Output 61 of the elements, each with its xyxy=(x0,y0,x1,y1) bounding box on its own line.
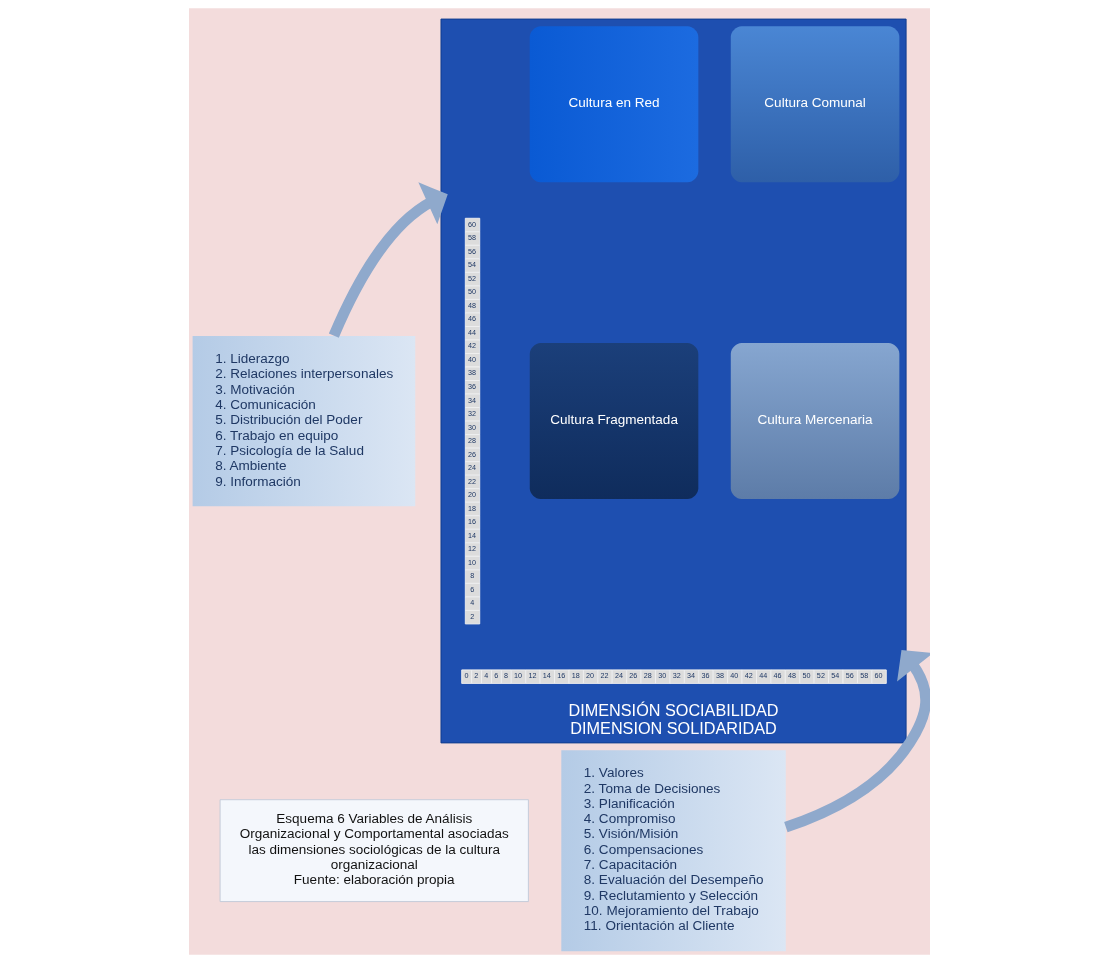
label: 4 xyxy=(483,671,488,681)
label: 26 xyxy=(467,449,476,459)
label: 48 xyxy=(467,300,476,310)
label: 6 xyxy=(493,671,498,681)
label: 22 xyxy=(600,671,609,681)
label: 40 xyxy=(729,671,738,681)
label: 44 xyxy=(758,671,767,681)
label: 58 xyxy=(859,671,868,681)
label: 24 xyxy=(614,671,623,681)
label: 46 xyxy=(467,314,476,324)
label: 18 xyxy=(571,671,580,681)
label: 12 xyxy=(527,671,536,681)
label: 16 xyxy=(556,671,565,681)
label: 52 xyxy=(816,671,825,681)
label: 20 xyxy=(467,490,476,500)
label: 6 xyxy=(469,584,474,594)
label: 12 xyxy=(467,544,476,554)
label: 24 xyxy=(467,463,476,473)
label: 48 xyxy=(787,671,796,681)
label: 50 xyxy=(801,671,810,681)
label: 30 xyxy=(657,671,666,681)
label: 34 xyxy=(686,671,695,681)
label: 2 xyxy=(473,671,478,681)
label: 38 xyxy=(467,368,476,378)
label: 14 xyxy=(467,530,476,540)
label: 32 xyxy=(672,671,681,681)
label: 36 xyxy=(467,382,476,392)
label: 58 xyxy=(467,233,476,243)
label: 4 xyxy=(469,598,474,608)
label: 36 xyxy=(700,671,709,681)
label: 34 xyxy=(467,395,476,405)
label: 20 xyxy=(585,671,594,681)
label: 8 xyxy=(503,671,508,681)
label: 38 xyxy=(715,671,724,681)
label: 60 xyxy=(874,671,883,681)
label: 14 xyxy=(542,671,551,681)
label: 50 xyxy=(467,287,476,297)
label: 10 xyxy=(467,557,476,567)
label: 8 xyxy=(469,571,474,581)
label: 26 xyxy=(628,671,637,681)
label: 32 xyxy=(467,409,476,419)
label: 0 xyxy=(463,671,468,681)
label: 56 xyxy=(845,671,854,681)
label: 42 xyxy=(744,671,753,681)
label: 16 xyxy=(467,517,476,527)
label: 10 xyxy=(513,671,522,681)
label: 40 xyxy=(467,354,476,364)
label: 44 xyxy=(467,327,476,337)
label: 54 xyxy=(467,260,476,270)
label: 18 xyxy=(467,503,476,513)
label: 28 xyxy=(643,671,652,681)
label: 52 xyxy=(467,273,476,283)
label: 56 xyxy=(467,246,476,256)
label: 60 xyxy=(467,219,476,229)
label: 30 xyxy=(467,422,476,432)
label: 22 xyxy=(467,476,476,486)
label: 2 xyxy=(469,611,474,621)
label: 46 xyxy=(773,671,782,681)
label: 28 xyxy=(467,436,476,446)
label: 54 xyxy=(830,671,839,681)
label: 42 xyxy=(467,341,476,351)
